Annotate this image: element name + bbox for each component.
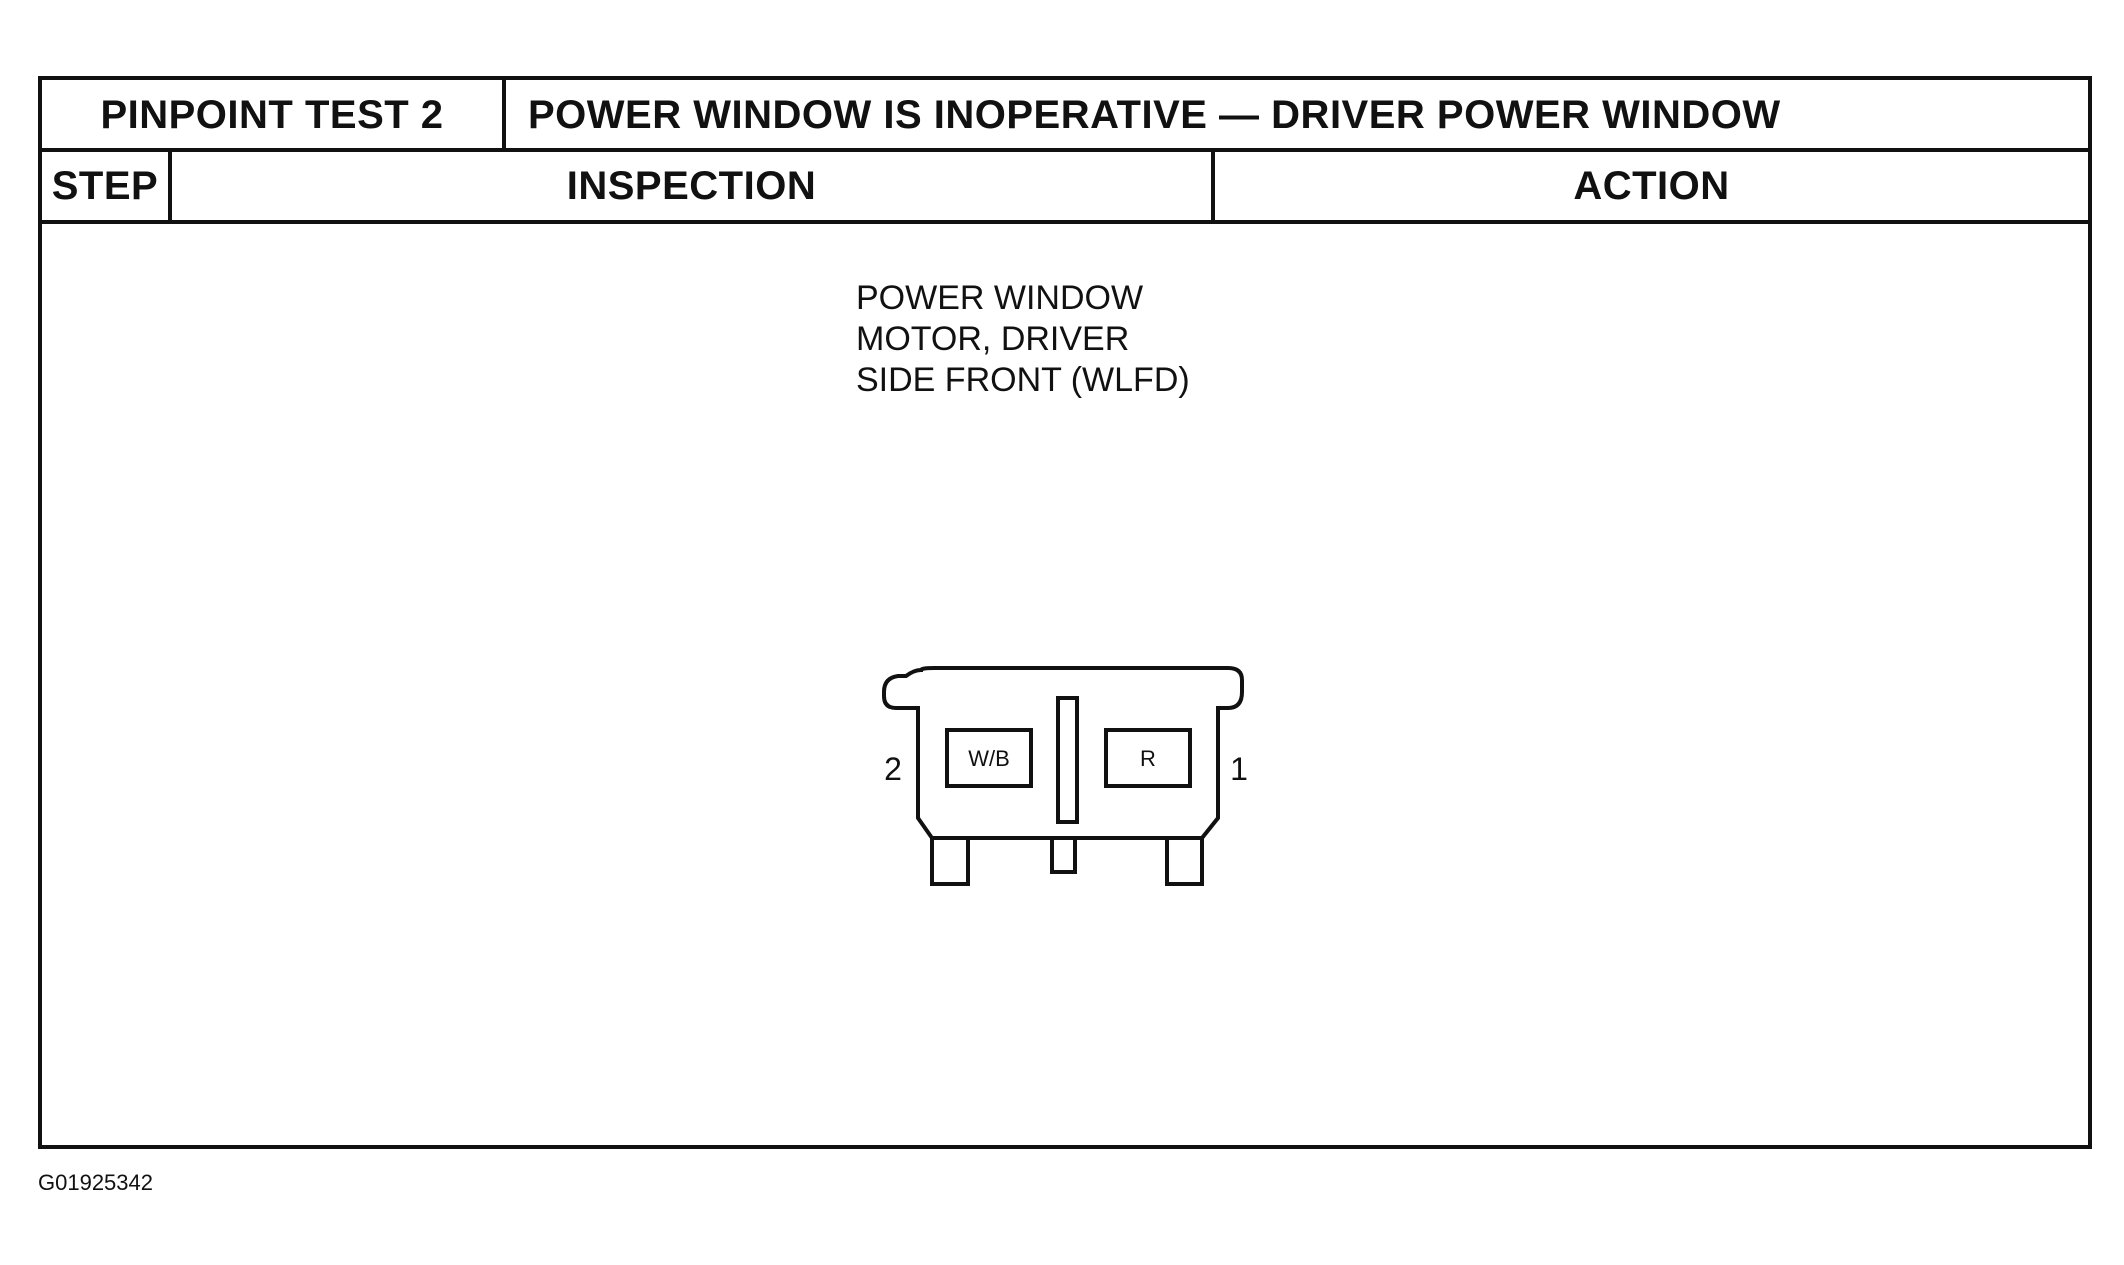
component-label: POWER WINDOW MOTOR, DRIVER SIDE FRONT (W…: [856, 278, 1190, 401]
connector-housing: [882, 666, 1244, 886]
pin-2-number: 2: [884, 751, 902, 787]
step-column-header: STEP: [42, 152, 172, 220]
pinpoint-test-title: POWER WINDOW IS INOPERATIVE — DRIVER POW…: [528, 92, 1781, 137]
column-header-row: STEP INSPECTION ACTION: [42, 152, 2088, 224]
pin-1-cavity: [1104, 728, 1192, 788]
component-label-line: POWER WINDOW: [856, 279, 1144, 317]
test-title-row: PINPOINT TEST 2 POWER WINDOW IS INOPERAT…: [42, 80, 2088, 152]
component-label-line: MOTOR, DRIVER: [856, 320, 1130, 358]
pin-2-wire-color: W/B: [968, 746, 1010, 771]
pin-1-number: 1: [1230, 751, 1248, 787]
pinpoint-test-table: PINPOINT TEST 2 POWER WINDOW IS INOPERAT…: [38, 76, 2092, 1149]
action-column-header: ACTION: [1573, 163, 1730, 208]
pin-1-wire-color: R: [1140, 746, 1156, 771]
figure-code: G01925342: [38, 1170, 153, 1195]
pin-2-cavity: [945, 728, 1033, 788]
inspection-column-header: INSPECTION: [172, 152, 1215, 220]
connector-key: [1056, 696, 1079, 824]
pinpoint-test-label: PINPOINT TEST 2: [42, 80, 506, 148]
component-label-line: SIDE FRONT (WLFD): [856, 361, 1190, 399]
